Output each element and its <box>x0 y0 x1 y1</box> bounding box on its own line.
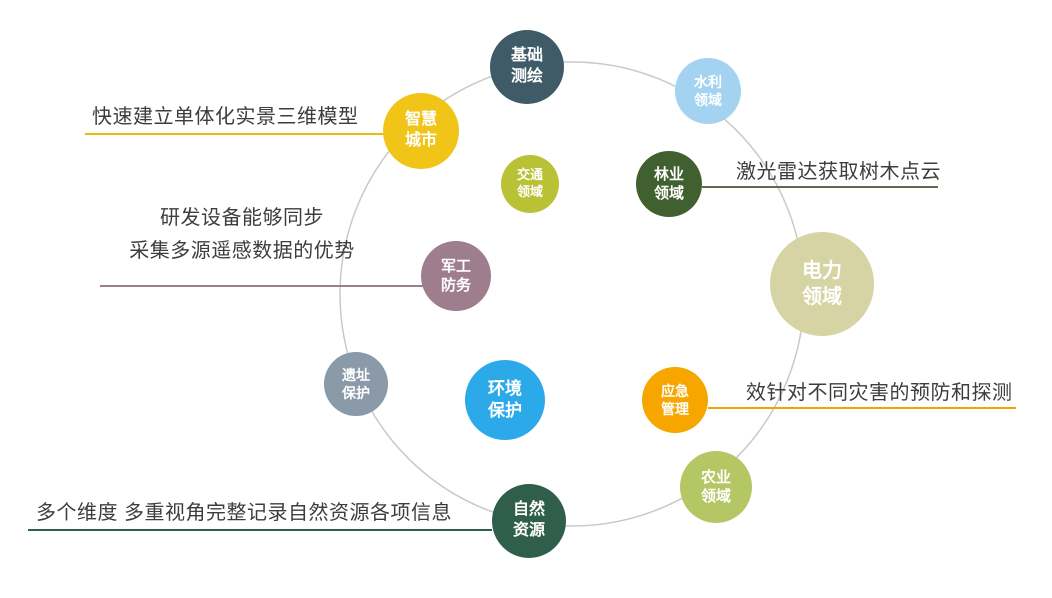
node-transportation: 交通 领域 <box>501 155 559 213</box>
node-basic-surveying: 基础 测绘 <box>490 30 564 104</box>
node-emergency-management: 应急 管理 <box>642 367 708 433</box>
annotation-line-forestry <box>702 186 938 188</box>
node-basic-surveying-label: 基础 测绘 <box>510 47 543 85</box>
annotation-forestry: 激光雷达获取树木点云 <box>736 161 941 183</box>
annotation-smart-city: 快速建立单体化实景三维模型 <box>92 106 359 128</box>
node-natural-resources-label: 自然 资源 <box>512 501 545 539</box>
node-forestry: 林业 领域 <box>636 151 702 217</box>
annotation-emergency: 效针对不同灾害的预防和探测 <box>746 382 1013 404</box>
node-heritage-protection-label: 遗址 保护 <box>342 366 370 401</box>
annotation-line-emergency <box>708 407 1016 409</box>
node-military-defense-label: 军工 防务 <box>440 257 471 295</box>
annotation-natural-resources: 多个维度 多重视角完整记录自然资源各项信息 <box>36 502 453 524</box>
node-heritage-protection: 遗址 保护 <box>324 352 388 416</box>
node-agriculture-label: 农业 领域 <box>700 468 731 506</box>
node-water-conservancy-label: 水利 领域 <box>694 73 722 108</box>
node-agriculture: 农业 领域 <box>680 451 752 523</box>
node-smart-city: 智慧 城市 <box>383 93 459 169</box>
node-electric-power-label: 电力 领域 <box>802 260 842 308</box>
node-forestry-label: 林业 领域 <box>653 165 684 203</box>
node-transportation-label: 交通 领域 <box>516 167 543 199</box>
node-natural-resources: 自然 资源 <box>492 484 566 558</box>
node-military-defense: 军工 防务 <box>421 241 491 311</box>
node-environmental-protection: 环境 保护 <box>465 360 545 440</box>
annotation-line-natural-resources <box>28 529 492 531</box>
annotation-line-military-defense <box>100 285 450 287</box>
node-electric-power: 电力 领域 <box>770 232 874 336</box>
node-water-conservancy: 水利 领域 <box>675 58 741 124</box>
node-environmental-protection-label: 环境 保护 <box>488 378 522 420</box>
annotation-military-defense: 研发设备能够同步 采集多源遥感数据的优势 <box>129 207 355 262</box>
node-smart-city-label: 智慧 城市 <box>404 111 437 149</box>
node-emergency-management-label: 应急 管理 <box>661 382 689 417</box>
annotation-line-smart-city <box>85 133 418 135</box>
